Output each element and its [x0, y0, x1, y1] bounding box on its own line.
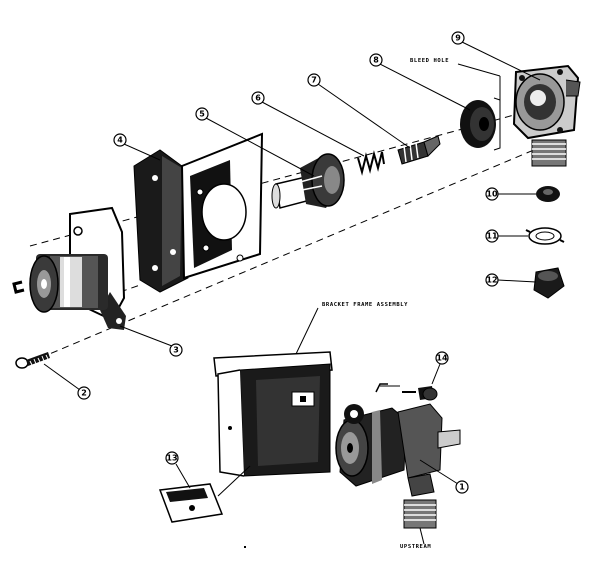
label-bleed-hole: BLEED HOLE [410, 58, 449, 64]
callout-8-text: 8 [373, 56, 379, 65]
valve-pin [397, 135, 441, 165]
callout-9-text: 9 [455, 34, 461, 43]
callout-4-text: 4 [117, 136, 123, 145]
callout-1: 1 [455, 480, 469, 494]
plunger [271, 153, 345, 209]
callout-5-text: 5 [199, 110, 205, 119]
callout-6: 6 [251, 91, 265, 105]
solenoid-valve-assembly [335, 383, 461, 529]
callout-13-text: 13 [166, 454, 177, 463]
callout-11: 11 [485, 229, 499, 243]
callout-12-text: 12 [486, 276, 497, 285]
callout-11-text: 11 [486, 232, 498, 241]
flow-ring [525, 227, 565, 245]
callout-9: 9 [451, 31, 465, 45]
mounting-screw [15, 352, 50, 369]
callout-14-text: 14 [436, 354, 448, 363]
leader-lines [43, 41, 541, 545]
callout-10: 10 [485, 187, 499, 201]
washer [536, 186, 560, 202]
callout-12: 12 [485, 273, 499, 287]
clip [158, 483, 224, 523]
callout-1-text: 1 [459, 483, 465, 492]
label-upstream: UPSTREAM [400, 544, 431, 550]
small-screw [402, 386, 438, 401]
cap [533, 267, 565, 299]
callout-6-text: 6 [255, 94, 261, 103]
callout-5: 5 [195, 107, 209, 121]
callout-7-text: 7 [311, 76, 317, 85]
callout-7: 7 [307, 73, 321, 87]
callout-markers: 9 8 7 6 5 4 3 2 10 11 12 14 1 13 [77, 31, 499, 494]
callout-10-text: 10 [486, 190, 498, 199]
valve-body [512, 64, 581, 167]
callout-14: 14 [435, 351, 449, 365]
callout-3: 3 [169, 343, 183, 357]
stray-marks [244, 546, 246, 548]
callout-2: 2 [77, 386, 91, 400]
bracket-frame-assembly [213, 351, 333, 477]
diaphragm [460, 97, 501, 151]
callout-2-text: 2 [81, 389, 87, 398]
callout-13: 13 [165, 451, 179, 465]
spring [357, 150, 385, 176]
callout-4: 4 [113, 133, 127, 147]
mounting-bracket [133, 132, 264, 293]
solenoid-coil [12, 206, 126, 330]
callout-3-text: 3 [173, 346, 179, 355]
callout-8: 8 [369, 53, 383, 67]
label-bracket-frame-assembly: BRACKET FRAME ASSEMBLY [322, 302, 408, 308]
